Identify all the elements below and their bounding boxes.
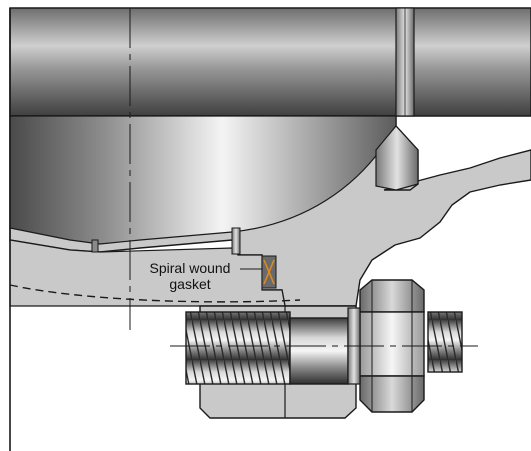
hidden-line [9, 284, 301, 303]
weld-bevel [375, 125, 419, 191]
pipe [9, 7, 531, 117]
gasket-label: Spiral wound gasket [142, 258, 262, 292]
gasket-label-line1: Spiral wound [150, 260, 231, 276]
inner-ring-left [91, 239, 99, 253]
stud-bolt [185, 311, 463, 385]
inner-ring [231, 227, 241, 255]
gasket-label-line2: gasket [169, 276, 210, 292]
spiral-wound-gasket [261, 255, 277, 289]
